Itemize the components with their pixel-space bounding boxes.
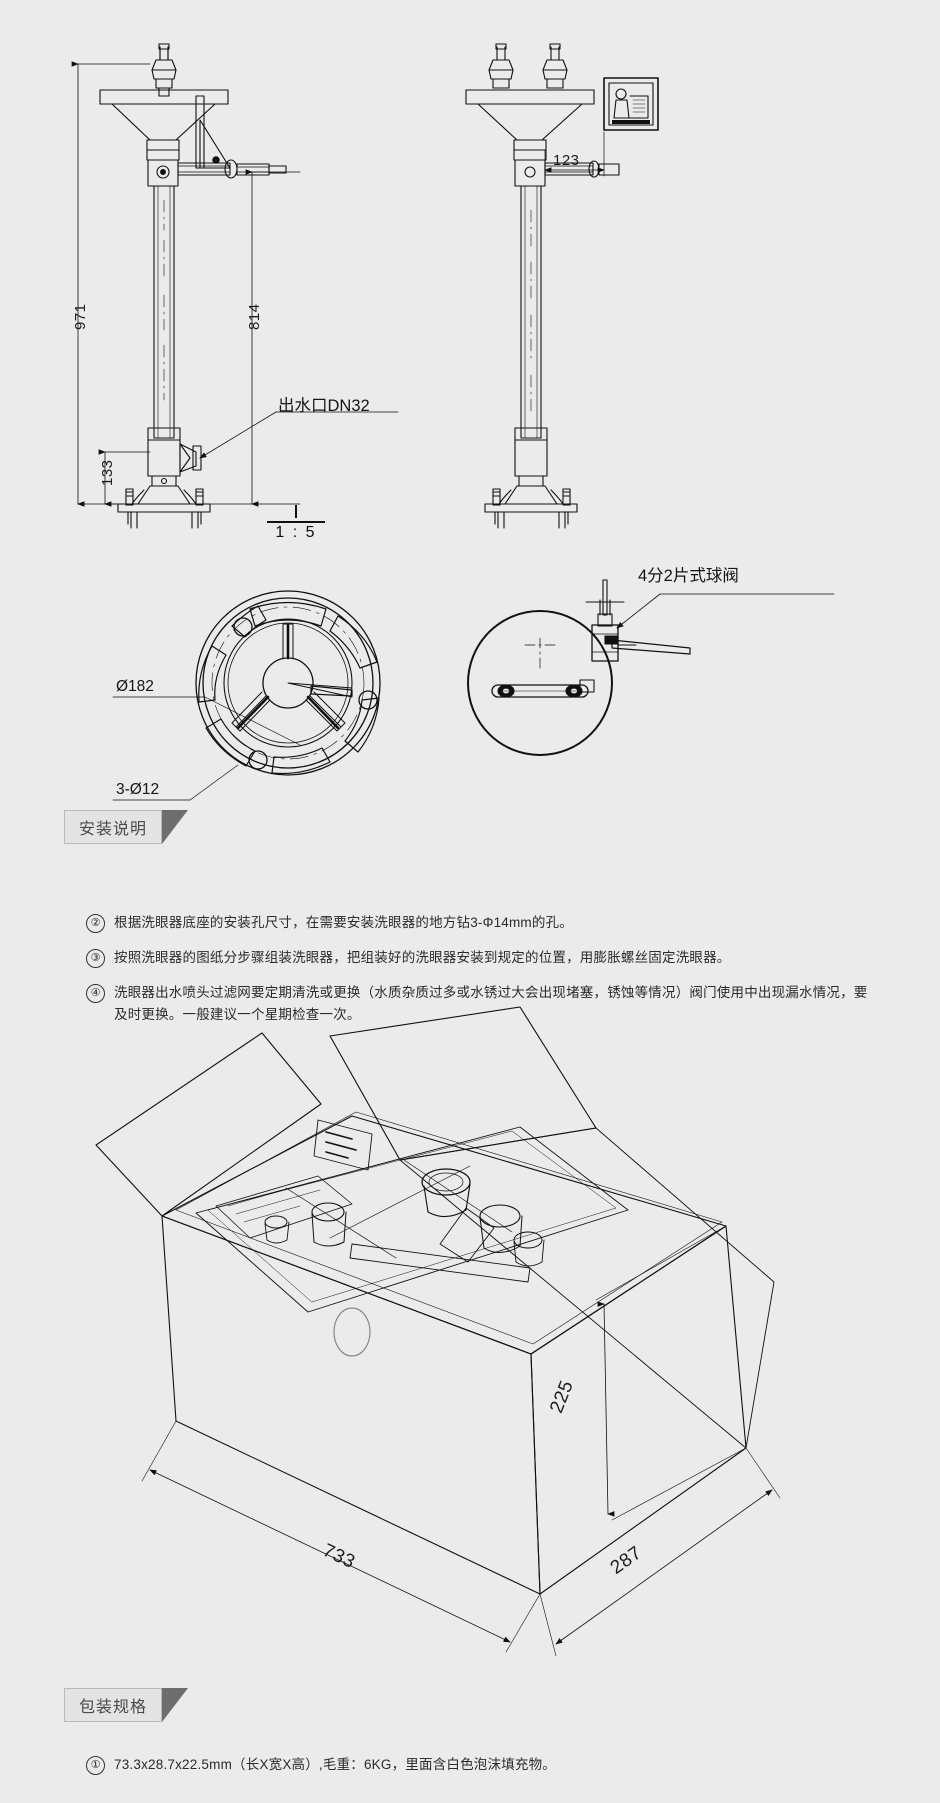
front-view-dimension-lines <box>71 61 399 507</box>
note-text: 根据洗眼器底座的安装孔尺寸，在需要安装洗眼器的地方钻3-Φ14mm的孔。 <box>114 915 573 930</box>
note-item: ④ 洗眼器出水喷头过滤网要定期清洗或更换（水质杂质过多或水锈过大会出现堵塞，锈蚀… <box>86 982 876 1026</box>
note-item: ① 73.3x28.7x22.5mm（长X宽X高）,毛重：6KG，里面含白色泡沫… <box>86 1754 556 1776</box>
note-item: ② 根据洗眼器底座的安装孔尺寸，在需要安装洗眼器的地方钻3-Φ14mm的孔。 <box>86 912 876 934</box>
install-banner-label: 安装说明 <box>64 810 163 844</box>
note-number: ③ <box>86 949 105 968</box>
install-banner: 安装说明 <box>64 810 189 844</box>
base-plan-view-geometry <box>195 590 381 776</box>
side-view-geometry <box>465 43 659 529</box>
callout-outlet-dn32: 出水口DN32 <box>278 397 370 415</box>
callout-bolt-holes: 3-Ø12 <box>116 781 160 798</box>
banner-flag-icon <box>162 1688 189 1722</box>
callout-ball-valve: 4分2片式球阀 <box>638 567 739 585</box>
dimension-outlet-height: 133 <box>99 459 116 486</box>
install-notes-list: ② 根据洗眼器底座的安装孔尺寸，在需要安装洗眼器的地方钻3-Φ14mm的孔。 ③… <box>86 912 876 1039</box>
packaging-dimension-lines <box>141 1225 781 1657</box>
note-text: 按照洗眼器的图纸分步骤组装洗眼器，把组装好的洗眼器安装到规定的位置，用膨胀螺丝固… <box>114 950 731 965</box>
scale-divider <box>267 521 325 523</box>
dimension-overall-height: 971 <box>72 303 89 330</box>
note-text: 73.3x28.7x22.5mm（长X宽X高）,毛重：6KG，里面含白色泡沫填充… <box>114 1757 556 1772</box>
packaging-notes-list: ① 73.3x28.7x22.5mm（长X宽X高）,毛重：6KG，里面含白色泡沫… <box>86 1754 876 1776</box>
callout-base-diameter: Ø182 <box>116 678 154 695</box>
scale-value: 1 : 5 <box>275 523 317 541</box>
packaging-banner-label: 包装规格 <box>64 1688 163 1722</box>
packaging-box-geometry <box>95 1006 775 1595</box>
note-item: ③ 按照洗眼器的图纸分步骤组装洗眼器，把组装好的洗眼器安装到规定的位置，用膨胀螺… <box>86 947 876 969</box>
side-view-dimension-lines <box>544 131 605 177</box>
drawing-scale: 1 : 5 <box>266 505 326 542</box>
note-number: ① <box>86 1756 105 1775</box>
note-number: ② <box>86 914 105 933</box>
packaging-banner: 包装规格 <box>64 1688 189 1722</box>
banner-flag-icon <box>162 810 189 844</box>
valve-plan-view-geometry <box>467 579 691 756</box>
scale-tick-icon <box>295 505 297 518</box>
note-number: ④ <box>86 984 105 1003</box>
front-view-geometry <box>99 43 287 529</box>
dimension-bowl-height: 814 <box>246 303 263 330</box>
dimension-sign-offset: 123 <box>553 152 580 169</box>
note-text: 洗眼器出水喷头过滤网要定期清洗或更换（水质杂质过多或水锈过大会出现堵塞，锈蚀等情… <box>114 985 868 1022</box>
